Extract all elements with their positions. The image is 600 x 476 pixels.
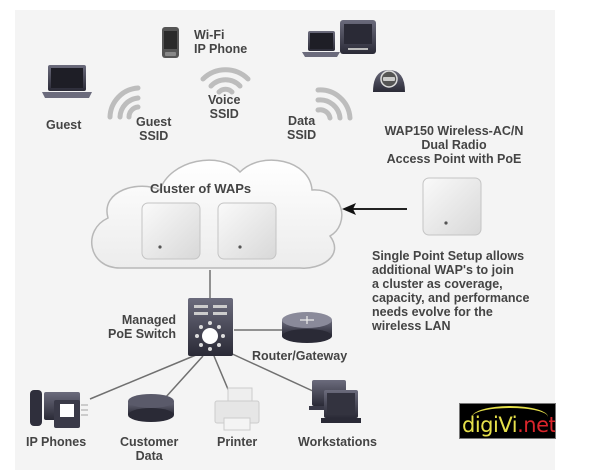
switch-to-printer-line (213, 355, 231, 395)
description-line: capacity, and performance (372, 291, 530, 305)
connection-lines (89, 270, 316, 400)
guest-ssid-line2: SSID (139, 129, 169, 143)
wap150-callout-line1: WAP150 Wireless-AC/N (384, 124, 524, 138)
customer-data-line2: Data (135, 449, 163, 463)
voice-ssid-line1: Voice (208, 93, 241, 107)
voice-ssid-wifi-icon (200, 67, 251, 95)
ip-phones-label: IP Phones (26, 435, 87, 449)
wap150-callout: WAP150 Wireless-AC/N Dual Radio Access P… (369, 124, 539, 166)
data-monitor-icon (340, 20, 376, 54)
guest-laptop-icon (42, 65, 92, 98)
description-line: needs evolve for the (372, 305, 493, 319)
switch-label: Managed PoE Switch (108, 313, 176, 341)
logo-arc (472, 406, 548, 428)
wap-device-1 (141, 202, 201, 260)
guest-ssid-wifi-icon (107, 85, 141, 120)
data-ssid-line2: SSID (287, 128, 317, 142)
workstations-icon (309, 380, 361, 423)
voice-ssid-line2: SSID (209, 107, 239, 121)
switch-to-storage-line (164, 355, 204, 399)
data-ssid-line1: Data (288, 114, 316, 128)
digivi-logo: digiVi.net (459, 403, 556, 439)
description-line: wireless LAN (372, 319, 451, 333)
managed-switch-icon (188, 298, 233, 356)
data-laptop-icon (302, 31, 340, 57)
wifi-phone-icon (162, 27, 179, 58)
logo-text: digiVi.net (462, 413, 556, 437)
customer-data-label: Customer Data (120, 435, 178, 463)
description-line: additional WAP's to join (372, 263, 514, 277)
logo-text-i: i (511, 413, 518, 437)
printer-icon (214, 387, 260, 431)
wap150-device (422, 177, 482, 236)
description-line: Single Point Setup allows (372, 249, 525, 263)
router-label: Router/Gateway (252, 349, 348, 363)
switch-label-line2: PoE Switch (108, 327, 177, 341)
data-ssid-wifi-icon (315, 87, 353, 121)
wifi-phone-label-line1: Wi-Fi (194, 28, 225, 42)
cluster-title: Cluster of WAPs (150, 181, 252, 196)
ip-phones-icon (30, 390, 88, 428)
wap150-callout-line2: Dual Radio (421, 138, 487, 152)
guest-label: Guest (46, 118, 82, 132)
customer-data-storage-icon (128, 394, 174, 422)
logo-text-net: .net (517, 413, 556, 437)
arrow-icon (342, 203, 407, 215)
printer-label: Printer (217, 435, 258, 449)
webcam-icon (373, 70, 405, 92)
wap-device-2 (217, 202, 277, 260)
guest-ssid-line1: Guest (136, 115, 172, 129)
customer-data-line1: Customer (120, 435, 179, 449)
cloud-shape (91, 159, 343, 269)
workstations-label: Workstations (298, 435, 377, 449)
voice-ssid-label: Voice SSID (208, 93, 240, 121)
switch-label-line1: Managed (121, 313, 177, 327)
description-line: a cluster as coverage, (372, 277, 503, 291)
router-icon (282, 312, 332, 343)
wifi-phone-label: Wi-Fi IP Phone (194, 28, 247, 56)
switch-to-workstations-line (227, 351, 316, 393)
switch-to-phones-line (89, 354, 197, 400)
guest-ssid-label: Guest SSID (136, 115, 171, 143)
logo-text-digi: digi (462, 413, 499, 437)
wifi-phone-label-line2: IP Phone (194, 42, 248, 56)
wap150-callout-line3: Access Point with PoE (386, 152, 522, 166)
logo-text-v: V (498, 413, 512, 437)
data-ssid-label: Data SSID (287, 114, 316, 142)
